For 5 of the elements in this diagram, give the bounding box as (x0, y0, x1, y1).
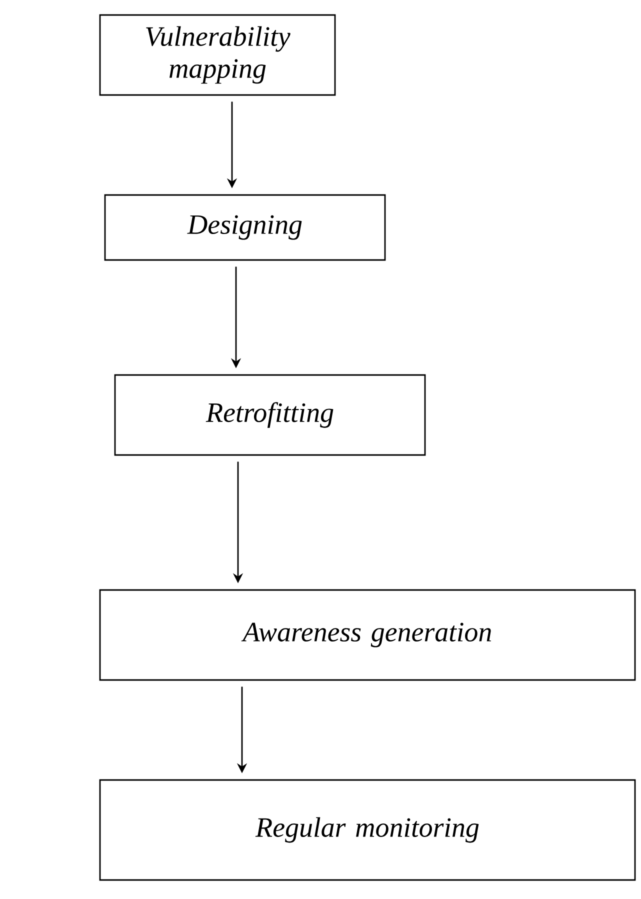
process-box: Regular monitoring (99, 779, 636, 881)
process-box: Retrofitting (114, 374, 426, 456)
process-box: Awareness generation (99, 589, 636, 681)
process-box: Designing (104, 194, 386, 261)
process-box: Vulnerability mapping (99, 14, 336, 96)
